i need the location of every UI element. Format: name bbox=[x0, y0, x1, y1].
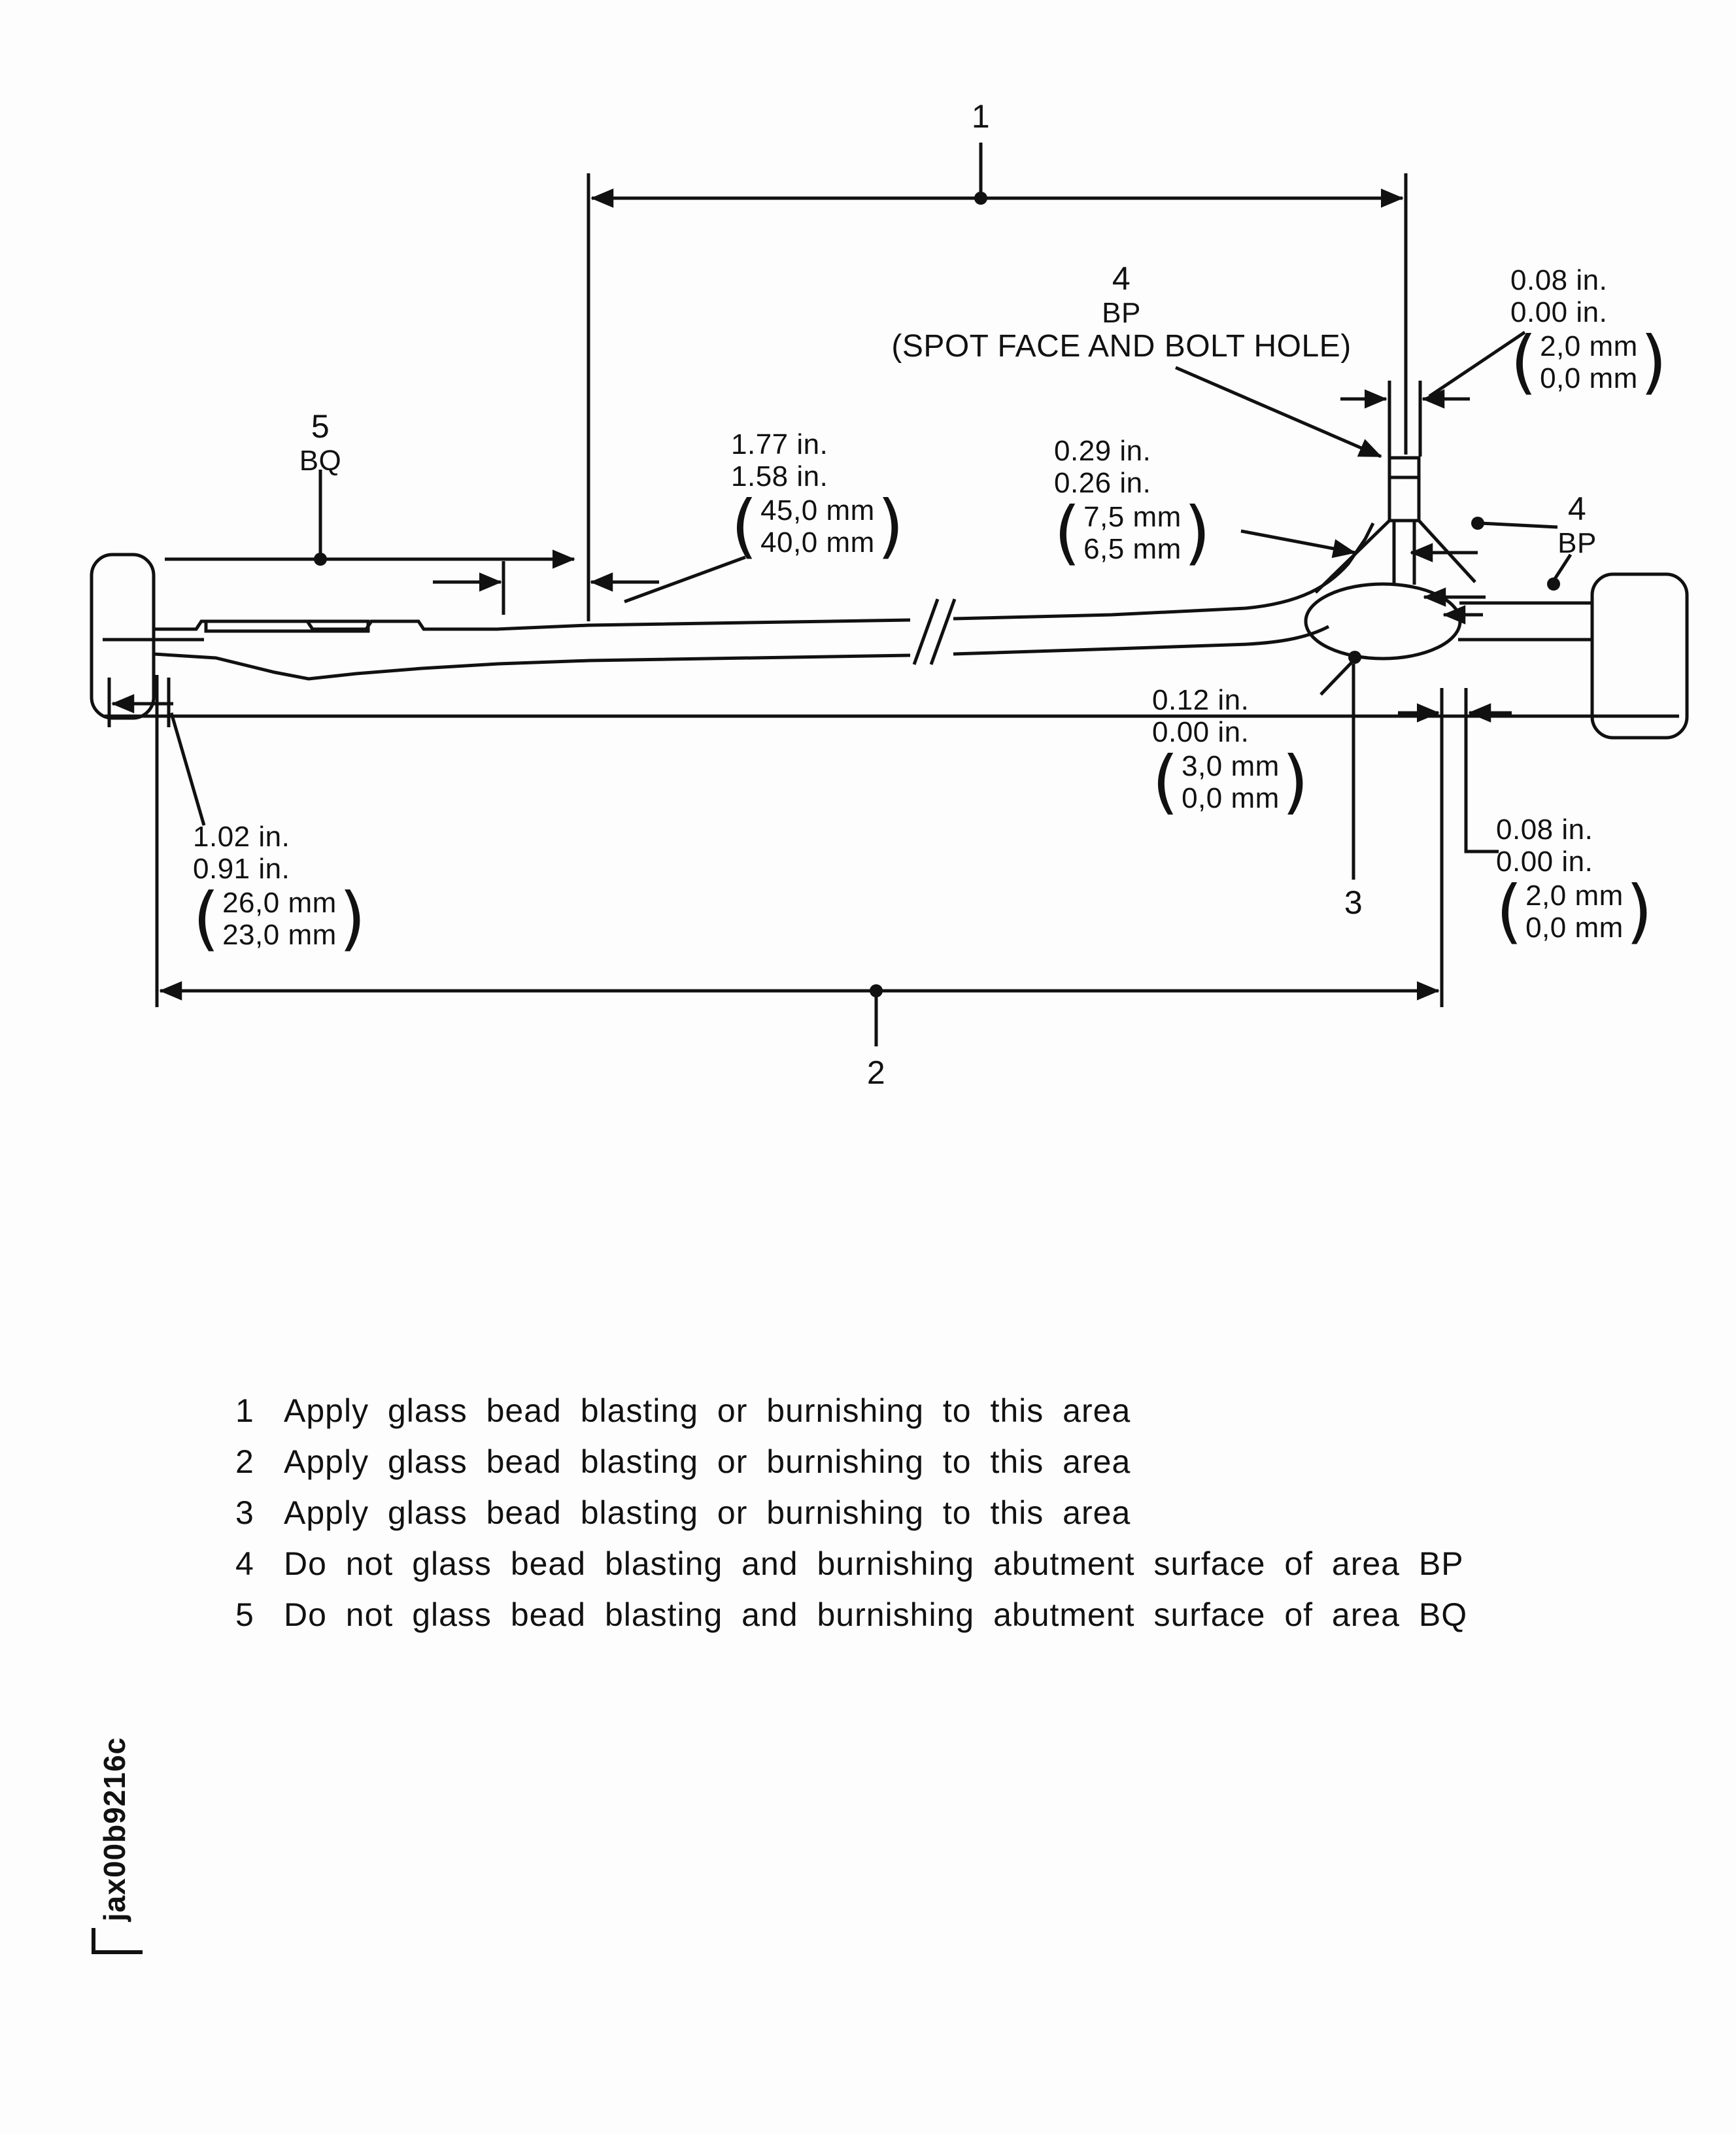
leader-lines bbox=[169, 330, 1573, 853]
bp-right-code: BP bbox=[1557, 527, 1597, 559]
paren-close: ) bbox=[1282, 740, 1309, 823]
note-item: 1 Apply glass bead blasting or burnishin… bbox=[235, 1392, 1467, 1430]
dim-value: 0.00 in. bbox=[1510, 296, 1608, 329]
spot-face-desc: (SPOT FACE AND BOLT HOLE) bbox=[891, 329, 1352, 364]
paren-open: ( bbox=[1152, 740, 1180, 823]
paren-close: ) bbox=[1640, 320, 1667, 403]
paren-open: ( bbox=[1496, 870, 1523, 952]
dim-value: 1.77 in. bbox=[731, 428, 828, 460]
dim-value: 0.91 in. bbox=[193, 853, 290, 886]
dim-mm-group: ( 2,0 mm 0,0 mm ) bbox=[1510, 320, 1667, 403]
note-number: 2 bbox=[235, 1443, 254, 1480]
dim-width-102: 1.02 in. 0.91 in. ( 26,0 mm 23,0 mm ) bbox=[193, 821, 366, 959]
paren-close: ) bbox=[1183, 491, 1211, 574]
dim-value: 0.00 in. bbox=[1496, 846, 1593, 878]
dim-value: 0.29 in. bbox=[1054, 435, 1151, 467]
dim-gap-012: 0.12 in. 0.00 in. ( 3,0 mm 0,0 mm ) bbox=[1152, 684, 1309, 823]
figure-code-bracket bbox=[92, 1928, 143, 1954]
technical-diagram: 1 2 3 4 BP (SPOT FACE AND BOLT HOLE) 5 B… bbox=[90, 98, 1689, 1091]
note-text: Apply glass bead blasting or burnishing … bbox=[284, 1494, 1131, 1531]
bp-right-num: 4 bbox=[1567, 490, 1587, 527]
dim-value: 0.12 in. bbox=[1152, 684, 1250, 716]
callout-3: 3 bbox=[1344, 884, 1363, 921]
part-outline bbox=[90, 456, 1689, 740]
dimension-lines bbox=[107, 143, 1512, 1046]
dim-value-mm: 40,0 mm bbox=[760, 526, 875, 559]
paren-open: ( bbox=[1510, 320, 1538, 403]
notes-list: 1 Apply glass bead blasting or burnishin… bbox=[235, 1392, 1467, 1647]
dim-mm-group: ( 3,0 mm 0,0 mm ) bbox=[1152, 740, 1309, 823]
paren-open: ( bbox=[193, 877, 220, 959]
note-text: Apply glass bead blasting or burnishing … bbox=[284, 1392, 1131, 1429]
note-number: 3 bbox=[235, 1494, 254, 1531]
bq-code: BQ bbox=[299, 445, 342, 477]
callout-dots bbox=[314, 192, 1560, 997]
dim-value-mm: 0,0 mm bbox=[1525, 911, 1624, 944]
spot-face-num: 4 bbox=[1112, 260, 1131, 297]
dim-mm-group: ( 45,0 mm 40,0 mm ) bbox=[731, 485, 904, 567]
area-bp-right-label: 4 BP bbox=[1557, 490, 1597, 559]
spot-face-label: 4 BP (SPOT FACE AND BOLT HOLE) bbox=[891, 260, 1351, 364]
bq-num: 5 bbox=[311, 408, 330, 445]
dim-mm-group: ( 2,0 mm 0,0 mm ) bbox=[1496, 870, 1653, 952]
dim-value-mm: 26,0 mm bbox=[222, 886, 337, 919]
paren-close: ) bbox=[1625, 870, 1653, 952]
note-number: 5 bbox=[235, 1596, 254, 1633]
area-bq-label: 5 BQ bbox=[299, 408, 342, 477]
paren-open: ( bbox=[1054, 491, 1081, 574]
dim-width-029: 0.29 in. 0.26 in. ( 7,5 mm 6,5 mm ) bbox=[1054, 435, 1211, 574]
note-item: 4 Do not glass bead blasting and burnish… bbox=[235, 1545, 1467, 1583]
dim-value-mm: 2,0 mm bbox=[1540, 330, 1638, 362]
spot-face-code: BP bbox=[1102, 297, 1141, 329]
paren-open: ( bbox=[731, 485, 758, 567]
dim-value-mm: 7,5 mm bbox=[1083, 500, 1182, 533]
dim-width-177: 1.77 in. 1.58 in. ( 45,0 mm 40,0 mm ) bbox=[731, 428, 904, 567]
dim-value-mm: 3,0 mm bbox=[1182, 749, 1280, 782]
dim-value: 0.08 in. bbox=[1496, 814, 1593, 846]
note-text: Do not glass bead blasting and burnishin… bbox=[284, 1545, 1464, 1582]
paren-close: ) bbox=[877, 485, 904, 567]
dim-value: 1.58 in. bbox=[731, 460, 828, 493]
paren-close: ) bbox=[339, 877, 366, 959]
dim-mm-group: ( 26,0 mm 23,0 mm ) bbox=[193, 877, 366, 959]
note-item: 2 Apply glass bead blasting or burnishin… bbox=[235, 1443, 1467, 1481]
dim-mm-group: ( 7,5 mm 6,5 mm ) bbox=[1054, 491, 1211, 574]
note-text: Apply glass bead blasting or burnishing … bbox=[284, 1443, 1131, 1480]
note-text: Do not glass bead blasting and burnishin… bbox=[284, 1596, 1468, 1633]
dim-value-mm: 23,0 mm bbox=[222, 918, 337, 951]
note-item: 5 Do not glass bead blasting and burnish… bbox=[235, 1596, 1467, 1634]
note-number: 4 bbox=[235, 1545, 254, 1582]
dim-top-right: 0.08 in. 0.00 in. ( 2,0 mm 0,0 mm ) bbox=[1510, 264, 1667, 403]
dim-value: 0.00 in. bbox=[1152, 716, 1250, 749]
note-number: 1 bbox=[235, 1392, 254, 1429]
dim-value-mm: 2,0 mm bbox=[1525, 879, 1624, 912]
figure-code: jax00b9216c bbox=[97, 1736, 131, 1921]
note-item: 3 Apply glass bead blasting or burnishin… bbox=[235, 1494, 1467, 1532]
dim-bottom-right: 0.08 in. 0.00 in. ( 2,0 mm 0,0 mm ) bbox=[1496, 814, 1653, 952]
dim-value-mm: 6,5 mm bbox=[1083, 532, 1182, 565]
dim-value: 0.08 in. bbox=[1510, 264, 1608, 296]
dim-value-mm: 45,0 mm bbox=[760, 494, 875, 526]
diagram-linework bbox=[90, 143, 1689, 1046]
dim-value: 1.02 in. bbox=[193, 821, 290, 853]
dim-value-mm: 0,0 mm bbox=[1540, 362, 1638, 394]
dim-value: 0.26 in. bbox=[1054, 467, 1151, 500]
dim-value-mm: 0,0 mm bbox=[1182, 782, 1280, 814]
callout-2: 2 bbox=[866, 1054, 886, 1091]
callout-1: 1 bbox=[971, 98, 991, 135]
